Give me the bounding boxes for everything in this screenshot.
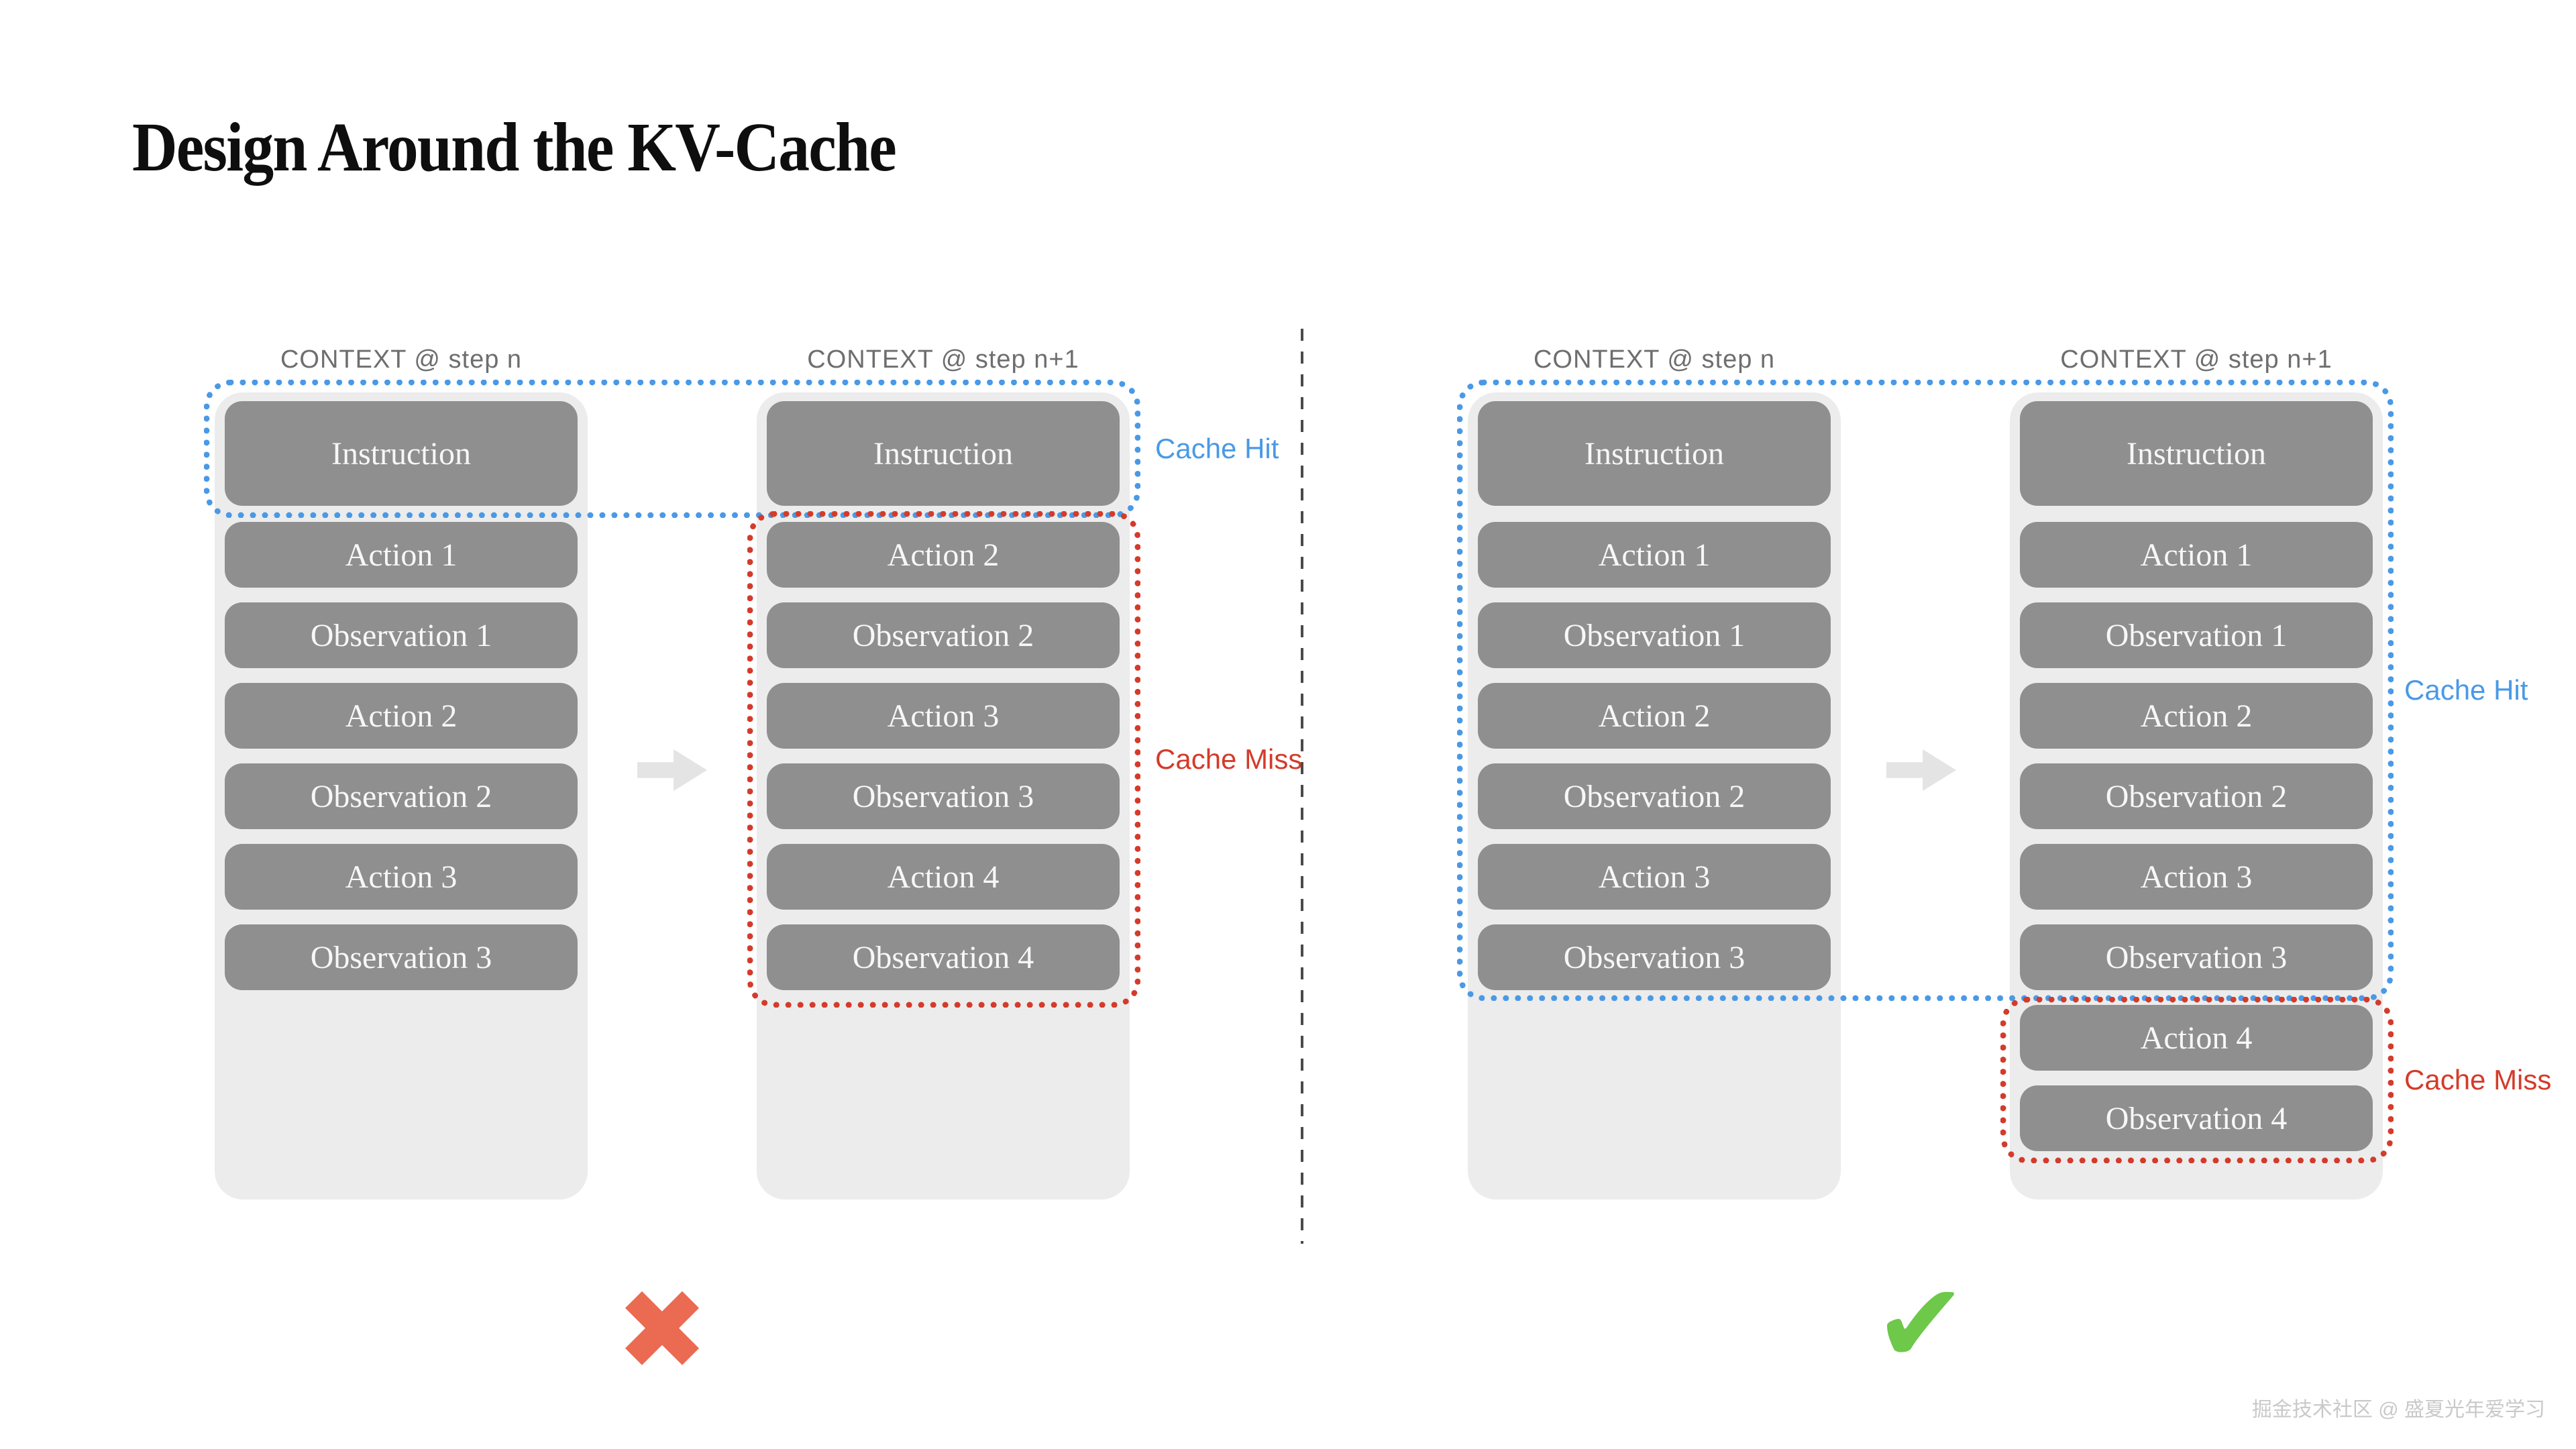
context-box: Observation 1 [1478,602,1831,668]
context-box: Observation 3 [1478,924,1831,990]
column-header: CONTEXT @ step n+1 [807,345,1079,374]
column-header: CONTEXT @ step n [280,345,523,374]
context-box: Observation 2 [2020,763,2373,829]
context-box: Action 3 [2020,844,2373,910]
column-header: CONTEXT @ step n+1 [2060,345,2332,374]
context-box: Observation 3 [767,763,1120,829]
context-box: Action 3 [1478,844,1831,910]
cache-miss-outline-right [2000,997,2394,1163]
context-box: Observation 1 [225,602,578,668]
cross-icon: ✖ [615,1266,709,1395]
context-box: Observation 4 [2020,1085,2373,1151]
context-box: Observation 1 [2020,602,2373,668]
context-box: Action 2 [767,522,1120,588]
cache-hit-outline-right [1457,380,2394,1001]
cache-miss-label-right: Cache Miss [2404,1064,2552,1095]
context-box: Observation 3 [2020,924,2373,990]
context-box: Observation 2 [767,602,1120,668]
cache-hit-label-left: Cache Hit [1155,433,1279,464]
check-icon: ✔ [1874,1259,1968,1388]
context-box: Observation 4 [767,924,1120,990]
instruction-box: Instruction [767,401,1120,506]
cache-hit-outline-left [204,380,1140,518]
context-box: Action 1 [1478,522,1831,588]
context-box: Observation 2 [1478,763,1831,829]
instruction-box: Instruction [1478,401,1831,506]
context-box: Action 3 [767,683,1120,749]
context-box: Action 1 [2020,522,2373,588]
context-box: Action 3 [225,844,578,910]
context-box: Action 1 [225,522,578,588]
cache-miss-outline-left [747,511,1140,1008]
step-transition-arrow-icon-left [637,749,707,791]
cache-hit-label-right: Cache Hit [2404,674,2528,706]
context-box: Observation 3 [225,924,578,990]
context-box: Action 2 [1478,683,1831,749]
context-box: Action 4 [2020,1005,2373,1071]
instruction-box: Instruction [2020,401,2373,506]
cache-miss-label-left: Cache Miss [1155,743,1303,775]
watermark: 掘金技术社区 @ 盛夏光年爱学习 [2251,1399,2545,1421]
context-box: Action 2 [2020,683,2373,749]
column-header: CONTEXT @ step n [1533,345,1776,374]
context-box: Action 4 [767,844,1120,910]
page-title: Design Around the KV-Cache [132,109,897,186]
instruction-box: Instruction [225,401,578,506]
context-box: Action 2 [225,683,578,749]
context-box: Observation 2 [225,763,578,829]
section-divider [1301,329,1303,1244]
